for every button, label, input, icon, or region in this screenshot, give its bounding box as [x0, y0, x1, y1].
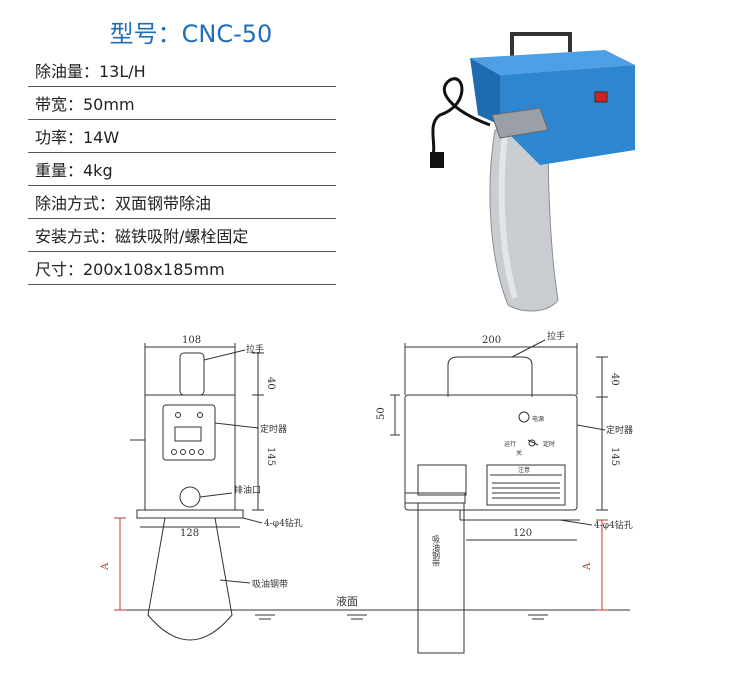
level-marks	[255, 614, 548, 620]
plug-icon	[430, 152, 444, 168]
side-label-handle: 拉手	[246, 343, 264, 355]
side-dim-level: A	[100, 562, 111, 571]
drain-hole	[179, 486, 201, 508]
product-photo	[430, 32, 635, 312]
side-dim-body: 145	[265, 447, 276, 466]
handle-photo	[510, 32, 572, 60]
technical-drawing: 108 128 40 145 A 拉手 定时器 排油口 4-φ4钻孔 吸油钢带 …	[100, 330, 633, 654]
side-dim-bottom: 128	[180, 528, 199, 539]
front-dim-handle: 40	[609, 373, 620, 386]
front-label-holes: 4-φ4钻孔	[594, 519, 633, 531]
front-dim-level: A	[582, 562, 593, 571]
switch-icon	[594, 91, 608, 103]
model-title: 型号：CNC-50	[109, 20, 273, 48]
front-label-off: 关	[516, 449, 522, 457]
side-label-drain: 排油口	[234, 484, 261, 496]
front-dim-body: 145	[609, 447, 620, 466]
power-switch-icon	[518, 411, 530, 423]
front-label-run: 运行	[504, 440, 516, 448]
front-belt	[417, 502, 465, 654]
belt-bracket	[417, 464, 467, 496]
liquid-label: 液面	[336, 594, 358, 608]
side-dim-handle: 40	[265, 377, 276, 390]
spec-row: 尺寸：200x108x185mm	[28, 252, 336, 285]
front-dim-left: 50	[376, 407, 387, 420]
front-dim-top: 200	[482, 335, 501, 346]
spec-row: 安装方式：磁铁吸附/螺栓固定	[28, 219, 336, 252]
side-dim-top: 108	[182, 335, 201, 346]
front-label-warning: 注意	[518, 466, 530, 474]
spec-row: 带宽：50mm	[28, 87, 336, 120]
spec-row: 功率：14W	[28, 120, 336, 153]
spec-row: 重量：4kg	[28, 153, 336, 186]
rotary-switch-icon	[528, 439, 536, 447]
side-label-timer: 定时器	[260, 423, 287, 435]
front-label-timing: 定时	[543, 440, 555, 448]
front-handle	[447, 356, 533, 397]
side-label-holes: 4-φ4钻孔	[264, 517, 303, 529]
box-side	[470, 58, 500, 125]
front-label-handle: 拉手	[547, 330, 565, 342]
warning-plate	[486, 464, 566, 506]
front-view	[390, 339, 608, 654]
front-body	[404, 394, 578, 511]
spec-row: 除油方式：双面钢带除油	[28, 186, 336, 219]
timer-panel	[162, 404, 216, 461]
side-view	[130, 343, 264, 641]
front-label-power: 电源	[532, 415, 544, 423]
side-handle	[179, 352, 205, 396]
power-cable	[430, 77, 491, 162]
timer-display	[174, 426, 202, 442]
front-dim-bottom: 120	[513, 528, 532, 539]
spec-row: 除油量：13L/H	[28, 54, 336, 87]
spec-table: 除油量：13L/H 带宽：50mm 功率：14W 重量：4kg 除油方式：双面钢…	[28, 54, 336, 285]
front-label-belt: 吸油钢带	[432, 535, 441, 568]
side-label-belt: 吸油钢带	[252, 578, 288, 590]
box-top	[470, 50, 635, 75]
side-belt	[147, 517, 233, 641]
front-label-timer: 定时器	[606, 424, 633, 436]
box-front	[500, 65, 635, 165]
